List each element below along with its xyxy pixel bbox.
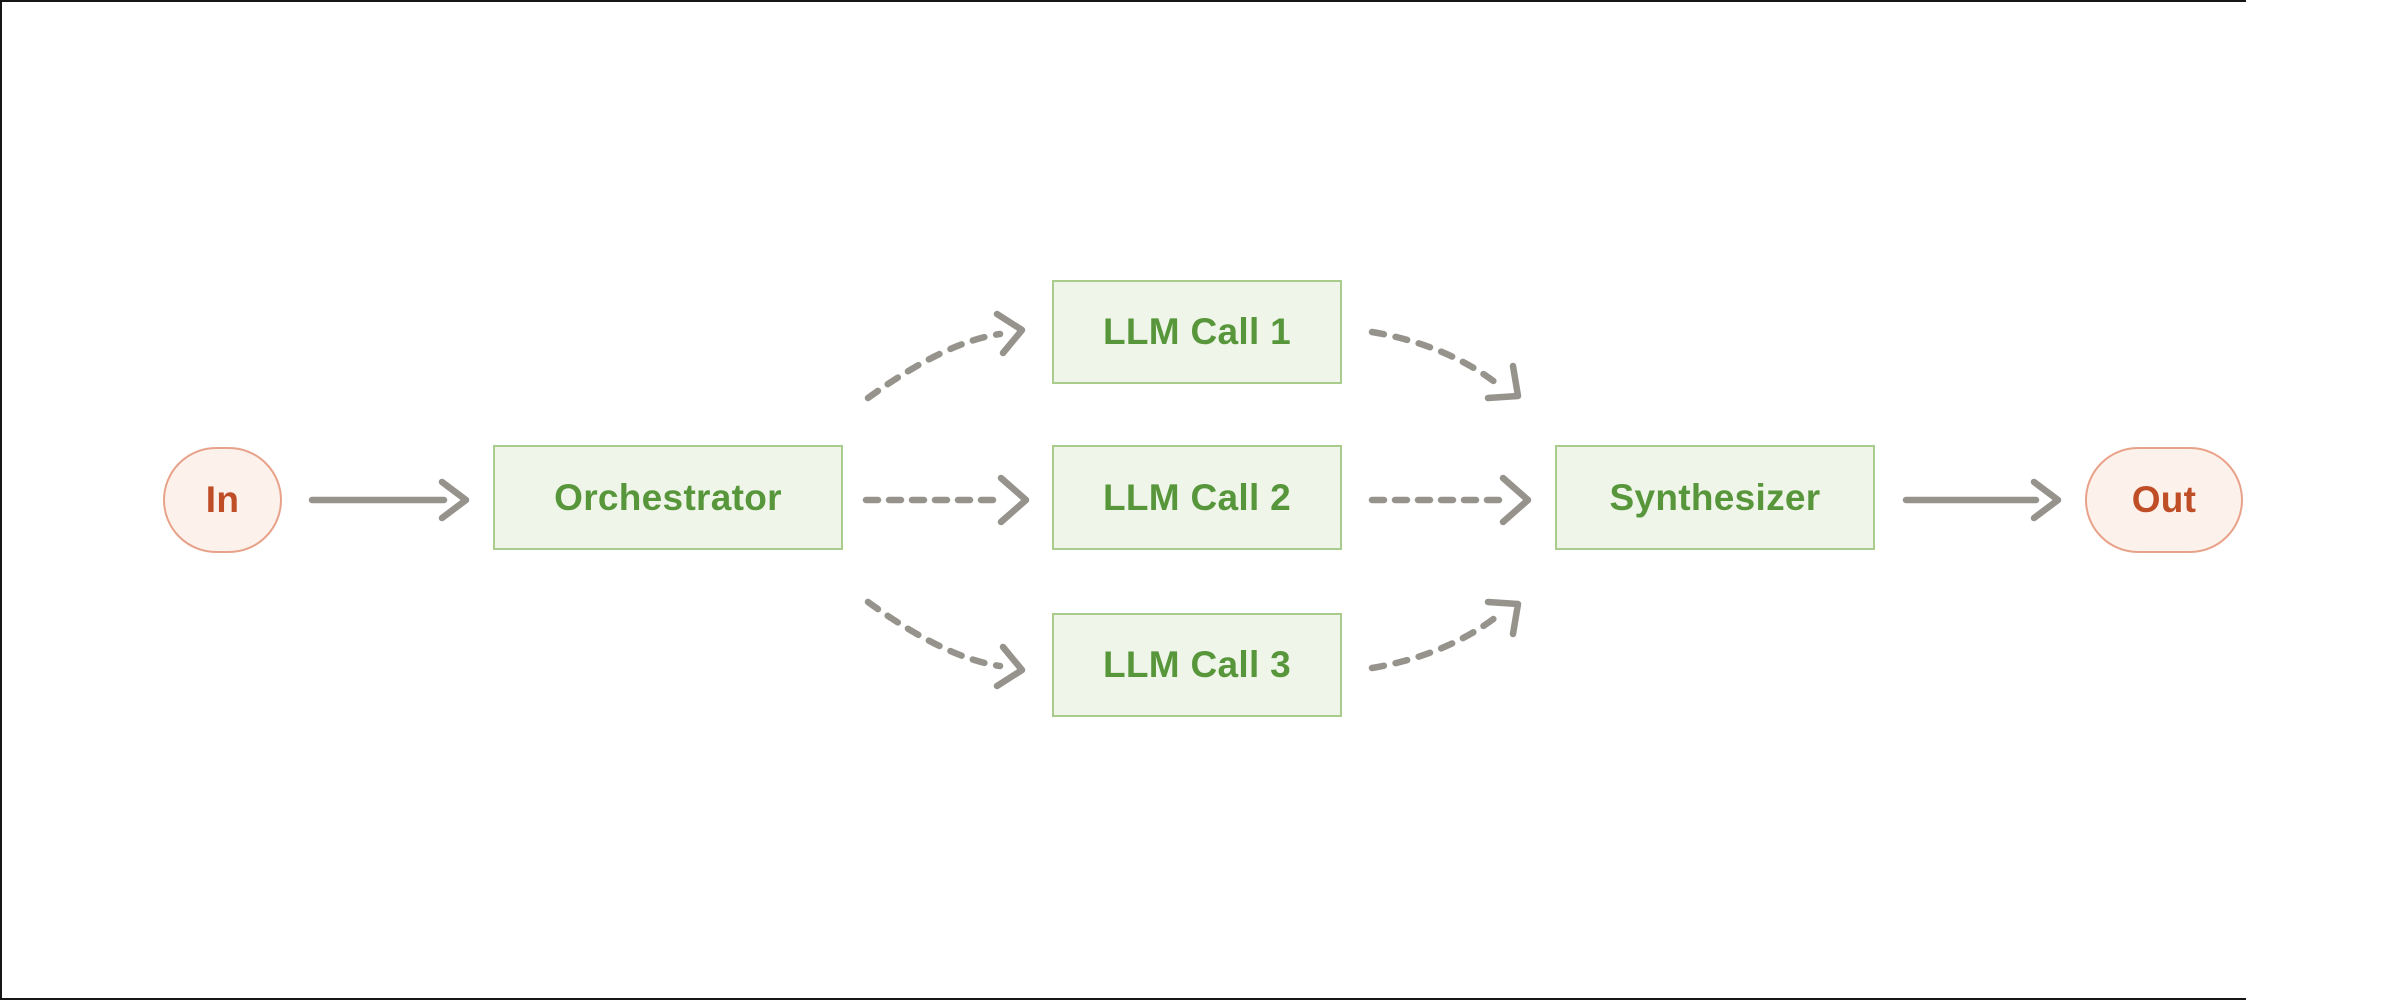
arrow-shaft xyxy=(864,598,1004,670)
arrowhead-icon xyxy=(997,474,1030,526)
frame-line-bottom xyxy=(0,998,2246,1000)
arrow-orchestrator-to-llm2 xyxy=(862,474,1030,526)
node-synthesizer-label: Synthesizer xyxy=(1609,476,1821,518)
node-out-label: Out xyxy=(2131,479,2197,520)
node-out: Out xyxy=(2085,447,2243,553)
node-llm-call-2-label: LLM Call 2 xyxy=(1102,476,1292,518)
node-synthesizer: Synthesizer xyxy=(1555,445,1875,550)
arrow-llm2-to-synthesizer xyxy=(1368,474,1532,526)
arrow-orchestrator-to-llm3 xyxy=(864,598,1026,690)
node-in-label: In xyxy=(205,479,240,520)
frame-line-top xyxy=(0,0,2246,2)
arrow-shaft xyxy=(1368,328,1504,390)
arrow-shaft xyxy=(864,330,1004,402)
arrowhead-icon xyxy=(438,478,470,522)
node-llm-call-3: LLM Call 3 xyxy=(1052,613,1342,717)
node-llm-call-1: LLM Call 1 xyxy=(1052,280,1342,384)
node-in: In xyxy=(163,447,282,553)
node-llm-call-1-label: LLM Call 1 xyxy=(1102,311,1292,352)
arrowhead-icon xyxy=(993,643,1026,690)
node-orchestrator-label: Orchestrator xyxy=(554,476,782,518)
arrowhead-icon xyxy=(993,310,1026,357)
node-llm-call-2: LLM Call 2 xyxy=(1052,445,1342,550)
node-orchestrator: Orchestrator xyxy=(493,445,843,550)
arrow-llm3-to-synthesizer xyxy=(1368,598,1522,672)
arrowhead-icon xyxy=(2030,478,2062,522)
frame-line-left xyxy=(0,0,2,1000)
arrow-orchestrator-to-llm1 xyxy=(864,310,1026,402)
arrow-in-to-orchestrator xyxy=(308,478,470,522)
node-llm-call-3-label: LLM Call 3 xyxy=(1102,644,1292,685)
arrow-llm1-to-synthesizer xyxy=(1368,328,1522,402)
arrow-synthesizer-to-out xyxy=(1902,478,2062,522)
arrowhead-icon xyxy=(1484,598,1522,638)
arrow-shaft xyxy=(1368,610,1504,672)
arrowhead-icon xyxy=(1499,474,1532,526)
arrowhead-icon xyxy=(1484,362,1522,402)
